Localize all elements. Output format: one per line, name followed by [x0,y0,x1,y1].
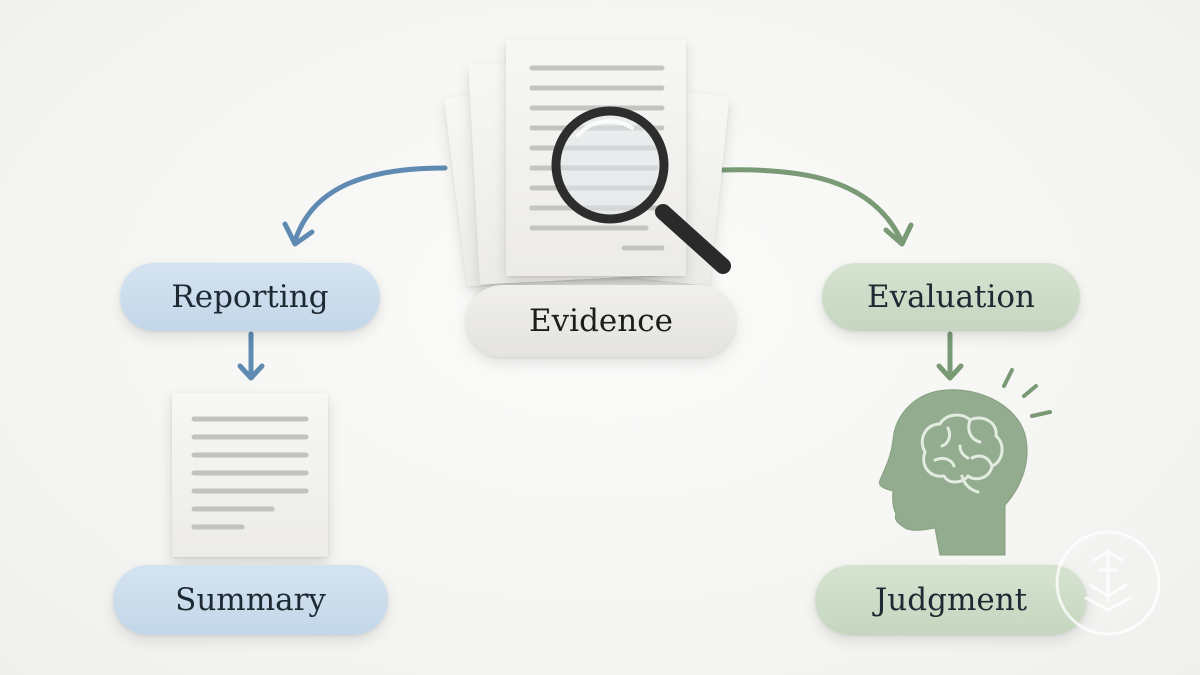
arrowhead-reporting [282,221,315,247]
judgment-label: Judgment [815,565,1087,635]
summary-document-icon [172,393,328,557]
arrow-evidence-to-evaluation [719,167,903,241]
arrow-evidence-to-reporting [293,165,448,241]
head-silhouette [878,389,1028,556]
arrowhead-evaluation [883,222,914,247]
evaluation-label: Evaluation [822,263,1080,331]
summary-document-lines [191,416,309,530]
brain-outline [920,413,1004,494]
reporting-label: Reporting [120,263,380,331]
evidence-label: Evidence [466,285,736,357]
summary-label: Summary [113,565,388,635]
arrowhead-summary [237,363,265,381]
arrowhead-judgment [936,363,964,381]
idea-rays [1002,368,1052,418]
